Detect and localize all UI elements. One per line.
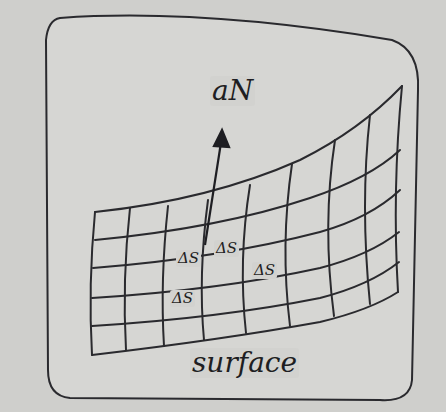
area-element-label: ΔS xyxy=(170,290,195,307)
normal-label: aN xyxy=(210,76,255,106)
surface-label: surface xyxy=(190,348,299,378)
surface-grid xyxy=(91,86,402,355)
page-frame xyxy=(46,16,418,401)
area-element-label: ΔS xyxy=(252,262,277,279)
normal-vector xyxy=(205,130,229,245)
area-element-label: ΔS xyxy=(214,240,239,257)
area-element-label: ΔS xyxy=(176,250,201,267)
